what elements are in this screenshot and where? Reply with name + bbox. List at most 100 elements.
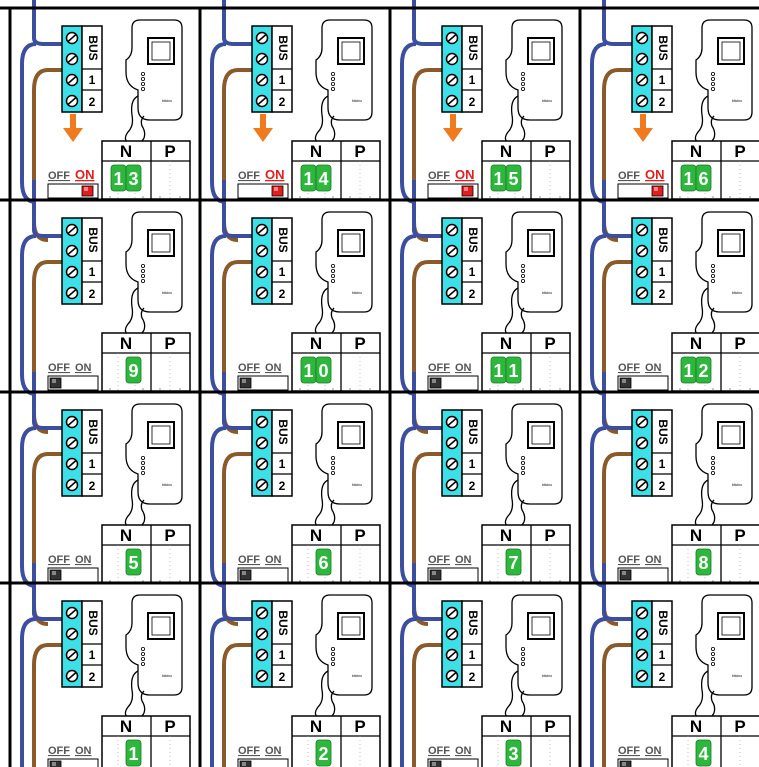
bus-terminal-label: BUS [276,419,290,444]
handset-button [140,657,145,662]
handset-button [710,657,715,662]
screw-icon-slot [447,246,457,256]
screw-icon-slot [67,267,77,277]
switch-on-label: ON [645,745,662,757]
configurator-digit-badge [315,356,332,384]
configurator-digit-badge [505,739,522,767]
handset-button [140,274,145,279]
switch-on-label: ON [645,167,665,182]
slot-dot [369,388,371,390]
bus-wire-brown [412,68,442,242]
switch-on-label: ON [75,745,92,757]
video-handset-icon: bticino [504,403,563,530]
configurator-digit: 1 [493,361,503,381]
bus-wire-blue-tap [412,563,442,621]
bus-wire-brown [32,643,62,767]
handset-button [520,269,525,274]
handset-button [140,652,145,657]
handset-button [330,279,335,284]
handset-screen-inner [341,41,361,61]
slot-dot [522,388,524,390]
bus-wire-brown [602,68,632,242]
handset-screen-inner [721,616,741,636]
screw-icon-slot [257,96,267,106]
handset-button [710,652,715,657]
down-arrow-icon-shaft [640,114,646,130]
terminal-2-label: 2 [89,479,96,493]
bus-wire-blue-tap [222,563,252,621]
slot-dot [142,580,144,582]
slot-dot [749,388,751,390]
handset-button [710,461,715,466]
terminal-1-label: 1 [659,648,666,662]
slot-dot [159,196,161,198]
terminal-1-label: 1 [89,457,96,471]
screw-icon-slot [637,54,647,64]
configurator-frame [101,715,191,767]
handset-brand-label: bticino [732,291,742,295]
slot-dot [179,580,181,582]
bus-wire-blue [590,617,607,767]
configurator-digit-badge [125,356,142,384]
handset-button [710,87,715,92]
slot-dot [179,388,181,390]
down-arrow-icon [443,128,463,142]
column-n-label: N [120,526,132,545]
bus-terminal-label: BUS [276,35,290,60]
bus-wire-brown [222,260,252,434]
handset-button [710,77,715,82]
switch-off-label: OFF [428,745,450,757]
down-arrow-icon [63,128,83,142]
screw-icon-slot [67,246,77,256]
switch-off-label: OFF [428,554,450,566]
handset-button [520,652,525,657]
handset-brand-label: bticino [352,99,362,103]
bus-wire-blue-tap [32,0,62,46]
screw-icon-slot [67,650,77,660]
bus-wire-blue-tap [32,372,62,430]
terminal-1-label: 1 [469,457,476,471]
down-arrow-icon [253,128,273,142]
handset-brand-label: bticino [162,291,172,295]
screw-icon-slot [447,671,457,681]
configurator-digit-badge [315,739,332,767]
column-p-label: P [354,717,365,736]
handset-button [330,72,335,77]
screw-icon-slot [67,480,77,490]
configurator-frame [291,715,381,767]
bus-terminal-label: BUS [466,419,480,444]
bus-wire-blue [20,617,37,767]
handset-screen-inner [151,425,171,445]
slot-dot [729,196,731,198]
switch-off-label: OFF [428,362,450,374]
screw-icon-slot [447,96,457,106]
configurator-digit: 4 [698,744,708,764]
screw-icon-slot [637,480,647,490]
screw-icon-slot [637,75,647,85]
screw-icon-slot [447,288,457,298]
screw-icon-slot [637,288,647,298]
handset-button [710,269,715,274]
bus-terminal-label: BUS [656,227,670,252]
terminal-1-label: 1 [279,265,286,279]
handset-button [330,77,335,82]
screw-icon-slot [637,96,647,106]
